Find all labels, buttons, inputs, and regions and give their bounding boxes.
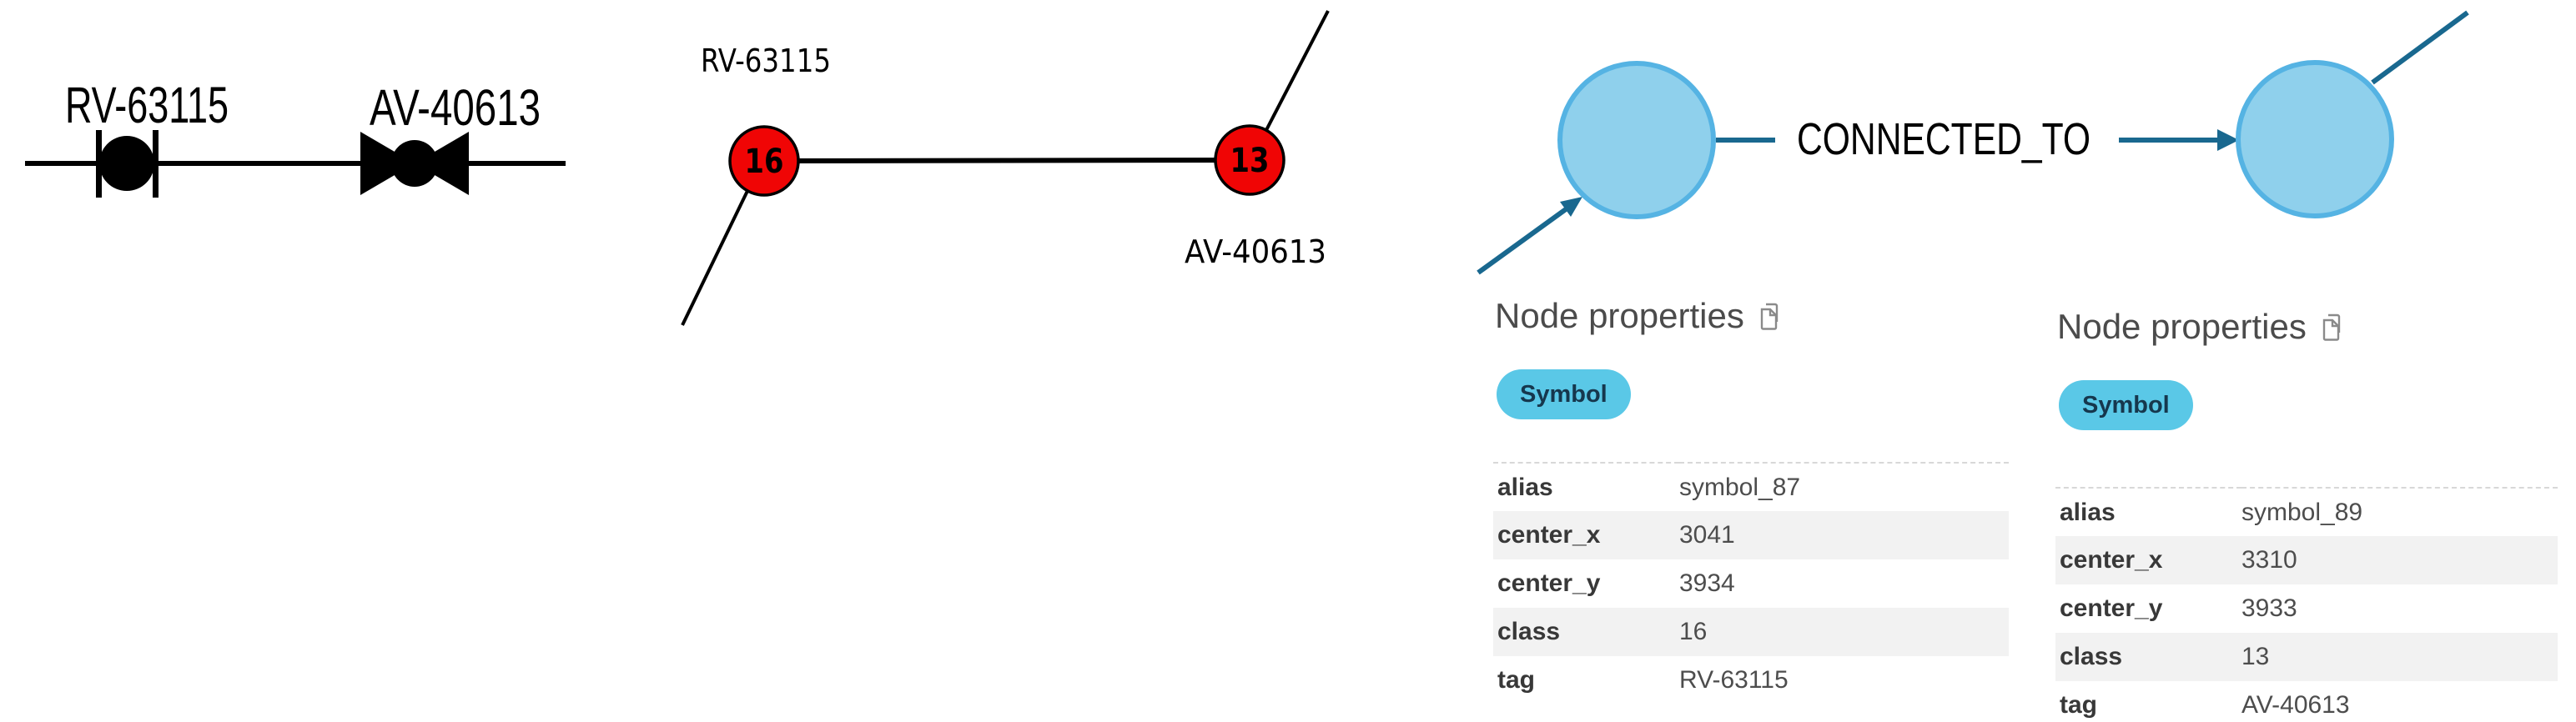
incoming-relationship-line	[1477, 207, 1567, 275]
property-value: RV-63115	[1679, 666, 1789, 694]
pid-drawing: RV-63115 AV-40613	[25, 77, 566, 198]
incoming-arrowhead	[1560, 197, 1582, 217]
panel-title: Node properties	[2057, 307, 2307, 346]
pid-valve-av-symbol	[360, 132, 469, 195]
extracted-graph: 16 13 RV-63115 AV-40613	[681, 10, 1330, 326]
valve-wedge-left	[360, 132, 415, 195]
property-value: 3934	[1679, 569, 1735, 597]
property-key: alias	[1497, 473, 1553, 501]
table-row: tag AV-40613	[2055, 681, 2558, 722]
neo4j-graph-view: CONNECTED_TO	[1477, 10, 2469, 275]
property-key: center_y	[2060, 594, 2163, 622]
pid-label-av: AV-40613	[370, 79, 541, 136]
valve-ball	[391, 140, 438, 187]
property-key: alias	[2060, 498, 2116, 526]
table-row: center_y 3933	[2055, 584, 2558, 633]
property-value: symbol_87	[1679, 473, 1801, 501]
node-properties-panel-right: Node properties Symbol alias symbol_89 c…	[2055, 307, 2558, 722]
property-key: center_x	[2060, 546, 2163, 574]
valve-ball	[99, 136, 154, 191]
pid-label-rv: RV-63115	[65, 77, 229, 133]
copy-icon[interactable]	[2320, 313, 2345, 341]
graph-node-16	[728, 125, 800, 197]
properties-table: alias symbol_87 center_x 3041 center_y 3…	[1493, 462, 2009, 704]
table-row: center_x 3310	[2055, 536, 2558, 584]
pid-valve-rv-symbol	[96, 130, 158, 198]
property-value: 3933	[2241, 594, 2297, 622]
property-value: 3310	[2241, 546, 2297, 574]
graph-edge	[767, 158, 1247, 163]
graph-node-16-id: 16	[745, 143, 784, 181]
graph-node-13	[1214, 124, 1285, 196]
graph-label-rv: RV-63115	[701, 43, 831, 79]
property-key: tag	[1497, 666, 1535, 694]
table-row: class 13	[2055, 633, 2558, 681]
label-badge-symbol[interactable]: Symbol	[2059, 380, 2193, 430]
valve-seat-right	[153, 130, 158, 198]
valve-seat-left	[96, 130, 102, 198]
copy-icon[interactable]	[1758, 302, 1783, 330]
table-row: center_x 3041	[1493, 511, 2009, 559]
graph-node-13-id: 13	[1230, 142, 1270, 180]
panel-heading: Node properties	[2057, 307, 2345, 346]
property-key: class	[2060, 643, 2123, 670]
table-row: tag RV-63115	[1493, 656, 2009, 704]
neo4j-node-symbol-89[interactable]	[2236, 60, 2394, 218]
property-key: center_y	[1497, 569, 1601, 597]
node-properties-panel-left: Node properties Symbol alias symbol_87 c…	[1493, 296, 2009, 722]
relationship-type-label[interactable]: CONNECTED_TO	[1797, 114, 2090, 164]
neo4j-node-symbol-87[interactable]	[1557, 61, 1716, 219]
property-value: 3041	[1679, 521, 1735, 549]
property-key: tag	[2060, 691, 2097, 719]
properties-table: alias symbol_89 center_x 3310 center_y 3…	[2055, 487, 2558, 722]
graph-edge-stub-lower-left	[681, 190, 749, 326]
panel-title: Node properties	[1495, 296, 1744, 335]
valve-wedge-right	[415, 132, 469, 195]
outgoing-relationship-line	[2371, 10, 2469, 85]
property-value: symbol_89	[2241, 498, 2363, 526]
relationship-arrowhead	[2217, 129, 2239, 151]
panel-heading: Node properties	[1495, 296, 1783, 335]
property-value: AV-40613	[2241, 691, 2350, 719]
table-row: center_y 3934	[1493, 559, 2009, 608]
table-row: alias symbol_89	[2055, 488, 2558, 536]
property-key: center_x	[1497, 521, 1601, 549]
graph-edge-stub-upper-right	[1265, 10, 1330, 131]
table-row: class 16	[1493, 608, 2009, 656]
property-key: class	[1497, 618, 1561, 645]
label-badge-symbol[interactable]: Symbol	[1497, 369, 1631, 419]
property-value: 13	[2241, 643, 2270, 670]
graph-label-av: AV-40613	[1185, 233, 1326, 270]
table-row: alias symbol_87	[1493, 463, 2009, 511]
property-value: 16	[1679, 618, 1708, 645]
